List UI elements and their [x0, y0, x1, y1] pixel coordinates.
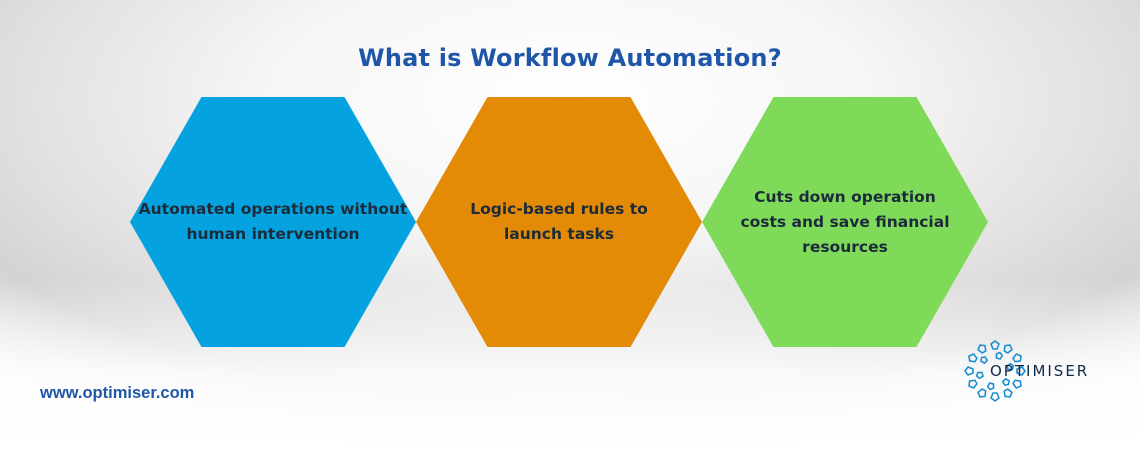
optimiser-logo-mark-icon — [964, 340, 1026, 402]
hexagon-cuts-costs: Cuts down operation costs and save finan… — [702, 97, 988, 347]
hexagon-text: Automated operations without human inter… — [138, 200, 408, 243]
website-url[interactable]: www.optimiser.com — [40, 384, 195, 402]
logo-wordmark: OPTIMISER — [990, 362, 1090, 380]
hexagon-text: Logic-based rules to launch tasks — [470, 200, 648, 243]
hexagon-text: Cuts down operation costs and save finan… — [740, 187, 950, 256]
optimiser-logo: OPTIMISER — [964, 340, 1094, 402]
page-title: What is Workflow Automation? — [358, 44, 782, 72]
